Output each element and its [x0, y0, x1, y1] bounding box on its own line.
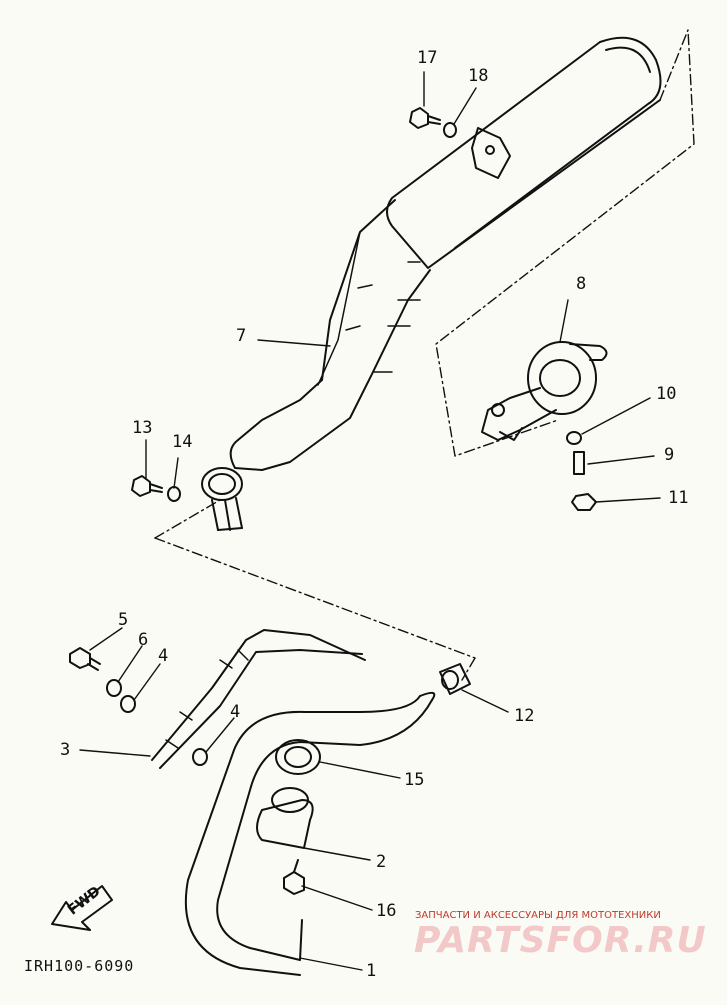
- silencer-end: [481, 341, 608, 441]
- callout-5: 5: [118, 610, 129, 630]
- callout-15: 15: [404, 770, 425, 790]
- fasteners: [69, 107, 597, 895]
- callout-9: 9: [664, 445, 675, 465]
- callout-8: 8: [576, 274, 587, 294]
- callout-2: 2: [376, 852, 387, 872]
- watermark-subtitle: ЗАПЧАСТИ И АКСЕССУАРЫ ДЛЯ МОТОТЕХНИКИ: [415, 910, 661, 921]
- watermark-logo: PARTSFOR.RU: [414, 920, 707, 961]
- leader-lines: [79, 71, 661, 971]
- callout-10: 10: [656, 384, 677, 404]
- callout-17: 17: [417, 48, 438, 68]
- callout-12: 12: [514, 706, 535, 726]
- protector: [151, 629, 366, 769]
- callout-7: 7: [236, 326, 247, 346]
- callout-13: 13: [132, 418, 153, 438]
- callout-11: 11: [668, 488, 689, 508]
- callout-4b: 4: [230, 702, 241, 722]
- callout-1: 1: [366, 961, 377, 981]
- diagram-code: IRH100-6090: [24, 957, 135, 975]
- callout-14: 14: [172, 432, 193, 452]
- muffler: [201, 36, 662, 531]
- callout-18: 18: [468, 66, 489, 86]
- callout-3: 3: [60, 740, 71, 760]
- fwd-arrow-icon: [51, 885, 113, 931]
- callout-6: 6: [138, 630, 149, 650]
- exhaust-pipe: [184, 691, 436, 976]
- callout-4a: 4: [158, 646, 169, 666]
- callout-16: 16: [376, 901, 397, 921]
- assembly-lines: [154, 29, 695, 681]
